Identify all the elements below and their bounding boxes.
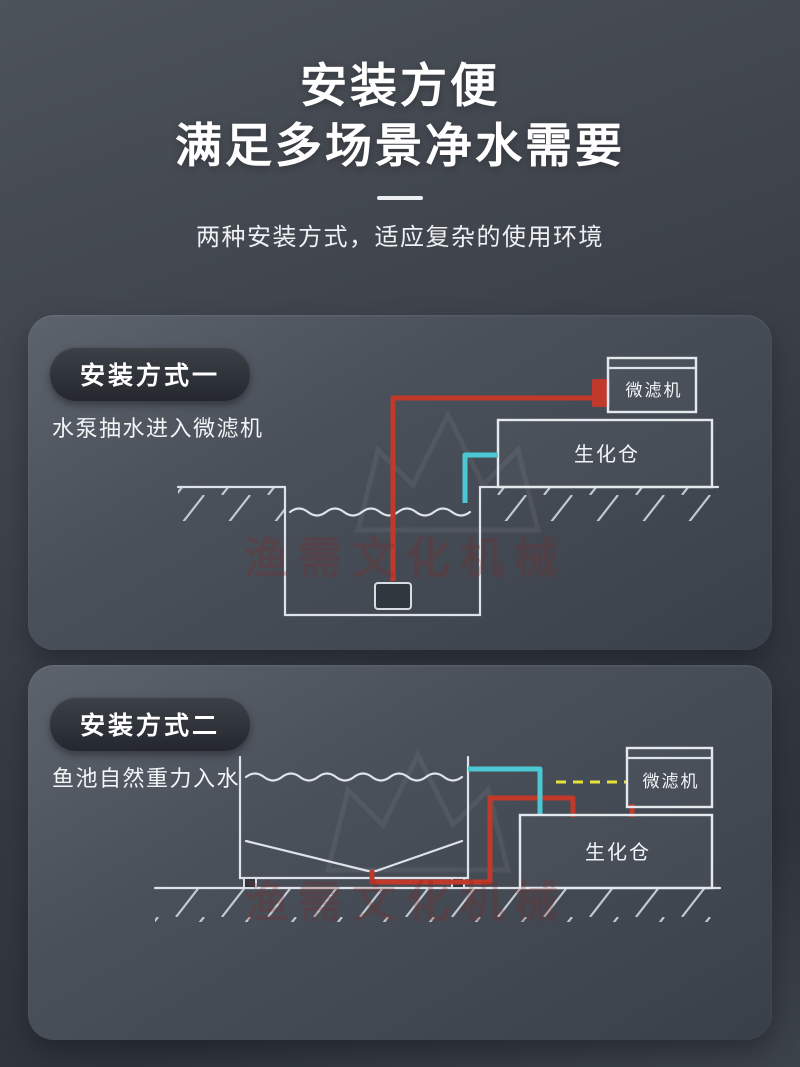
red-pipe	[390, 395, 594, 581]
tank-foot-left	[243, 877, 257, 889]
diagram-method-1: 微滤机 生化仓 渔需文化机械	[176, 356, 720, 617]
cyan-pipe	[462, 452, 498, 503]
method-2-badge: 安装方式二	[50, 697, 251, 751]
red-pipe-main	[369, 795, 576, 885]
diagram-method-2: 微滤机 生化仓 渔需文化机械	[153, 746, 722, 927]
water-pump	[374, 582, 412, 610]
ground-hatch	[155, 888, 720, 922]
filter-box-label: 微滤机	[626, 381, 683, 400]
panel-install-method-2: 微滤机 生化仓 渔需文化机械 安装方式二 鱼池自然重力入水	[28, 665, 772, 1040]
bio-box-label: 生化仓	[585, 841, 651, 864]
logo-watermark	[324, 749, 512, 873]
method-1-description: 水泵抽水进入微滤机	[52, 416, 264, 441]
ground-hatch-left	[178, 487, 285, 521]
pond-tank	[238, 755, 470, 880]
pond-pit	[283, 485, 482, 617]
header: 安装方便 满足多场景净水需要 两种安装方式，适应复杂的使用环境	[0, 56, 800, 252]
water-surface	[288, 507, 472, 517]
ground-hatch-right	[480, 487, 718, 521]
method-2-description: 鱼池自然重力入水	[52, 766, 241, 791]
page-title: 安装方便 满足多场景净水需要	[0, 56, 800, 176]
text-watermark: 渔需文化机械	[244, 534, 568, 583]
bio-box	[518, 813, 714, 890]
subtitle: 两种安装方式，适应复杂的使用环境	[196, 224, 604, 252]
cyan-pipe	[468, 766, 543, 815]
filter-box	[606, 356, 698, 414]
filter-box	[625, 746, 714, 809]
method-1-badge: 安装方式一	[50, 347, 251, 401]
water-surface	[244, 772, 464, 782]
text-watermark: 渔需文化机械	[244, 878, 568, 927]
title-line-1: 安装方便	[300, 59, 500, 112]
funnel-bottom	[244, 839, 464, 873]
panel-install-method-1: 微滤机 生化仓 渔需文化机械 安装方式一 水泵抽水进入微滤机	[28, 315, 772, 650]
title-line-2: 满足多场景净水需要	[175, 119, 625, 173]
filter-box-label: 微滤机	[643, 772, 700, 791]
bio-box-label: 生化仓	[574, 443, 640, 466]
title-divider	[377, 196, 423, 201]
filter-inlet	[592, 379, 610, 407]
